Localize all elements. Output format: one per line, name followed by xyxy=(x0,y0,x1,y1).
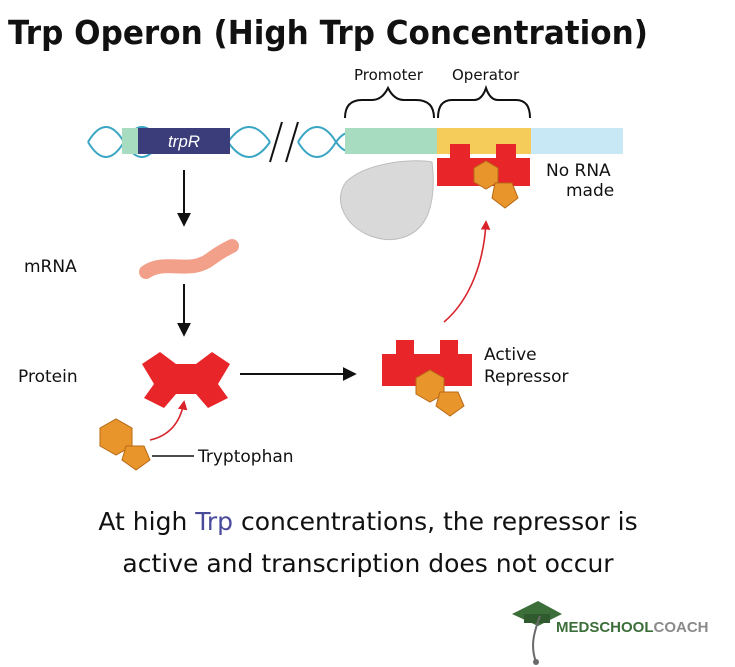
promoter-label: Promoter xyxy=(354,66,424,84)
logo-part1: MEDSCHOOL xyxy=(556,619,654,636)
caption-highlight: Trp xyxy=(194,507,233,536)
active-repressor-line2: Repressor xyxy=(484,367,568,387)
logo-icon xyxy=(512,601,562,665)
trp-binding-arrow xyxy=(149,400,188,441)
trpR-gene-label: trpR xyxy=(168,132,200,151)
caption-line1-before: At high xyxy=(98,507,195,536)
active-repressor-protein xyxy=(382,340,472,386)
bound-tryptophan-hex xyxy=(473,160,499,190)
no-rna-line1: No RNA xyxy=(546,161,611,181)
dna-break-icon xyxy=(269,121,299,163)
caption-line1: At high Trp concentrations, the represso… xyxy=(98,507,637,536)
mrna-label: mRNA xyxy=(24,257,77,277)
caption-line2: active and transcription does not occur xyxy=(122,549,614,578)
gene-flank-box xyxy=(122,128,138,154)
free-tryptophan-pent xyxy=(121,445,151,471)
logo-part2: COACH xyxy=(654,619,709,636)
active-repressor-line1: Active xyxy=(484,345,537,365)
operator-label: Operator xyxy=(452,66,520,84)
bound-tryptophan-pent xyxy=(491,182,519,209)
mrna-strand xyxy=(139,239,239,279)
page-title: Trp Operon (High Trp Concentration) xyxy=(8,13,648,52)
caption-line1-after: concentrations, the repressor is xyxy=(233,507,638,536)
repressor-binding-arrow xyxy=(443,220,491,323)
active-tryptophan-pent xyxy=(435,391,465,417)
tryptophan-label: Tryptophan xyxy=(197,447,294,467)
no-rna-line2: made xyxy=(566,181,614,201)
rna-polymerase xyxy=(340,160,434,241)
protein-label: Protein xyxy=(18,367,78,387)
operator-bracket xyxy=(437,84,531,119)
trpR-gene-box xyxy=(138,128,230,154)
inactive-repressor-protein xyxy=(142,352,230,408)
promoter-bracket xyxy=(344,85,435,119)
downstream-region xyxy=(531,128,623,154)
promoter-region xyxy=(345,128,437,154)
logo-text: MEDSCHOOLCOACH xyxy=(556,619,709,636)
